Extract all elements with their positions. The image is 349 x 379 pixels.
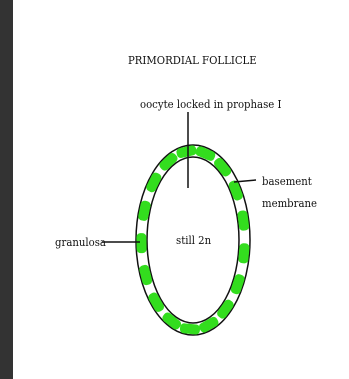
basement-label-line1: basement <box>262 174 312 188</box>
granulosa-cell <box>180 323 201 335</box>
basement-label-line2: membrane <box>262 196 317 210</box>
center-label: still 2n <box>176 233 211 247</box>
diagram-title: PRIMORDIAL FOLLICLE <box>128 53 257 67</box>
granulosa-cell <box>136 233 146 253</box>
oocyte-label: oocyte locked in prophase I <box>140 97 281 111</box>
granulosa-label: granulosa <box>55 235 106 249</box>
granulosa-cell <box>238 243 250 264</box>
